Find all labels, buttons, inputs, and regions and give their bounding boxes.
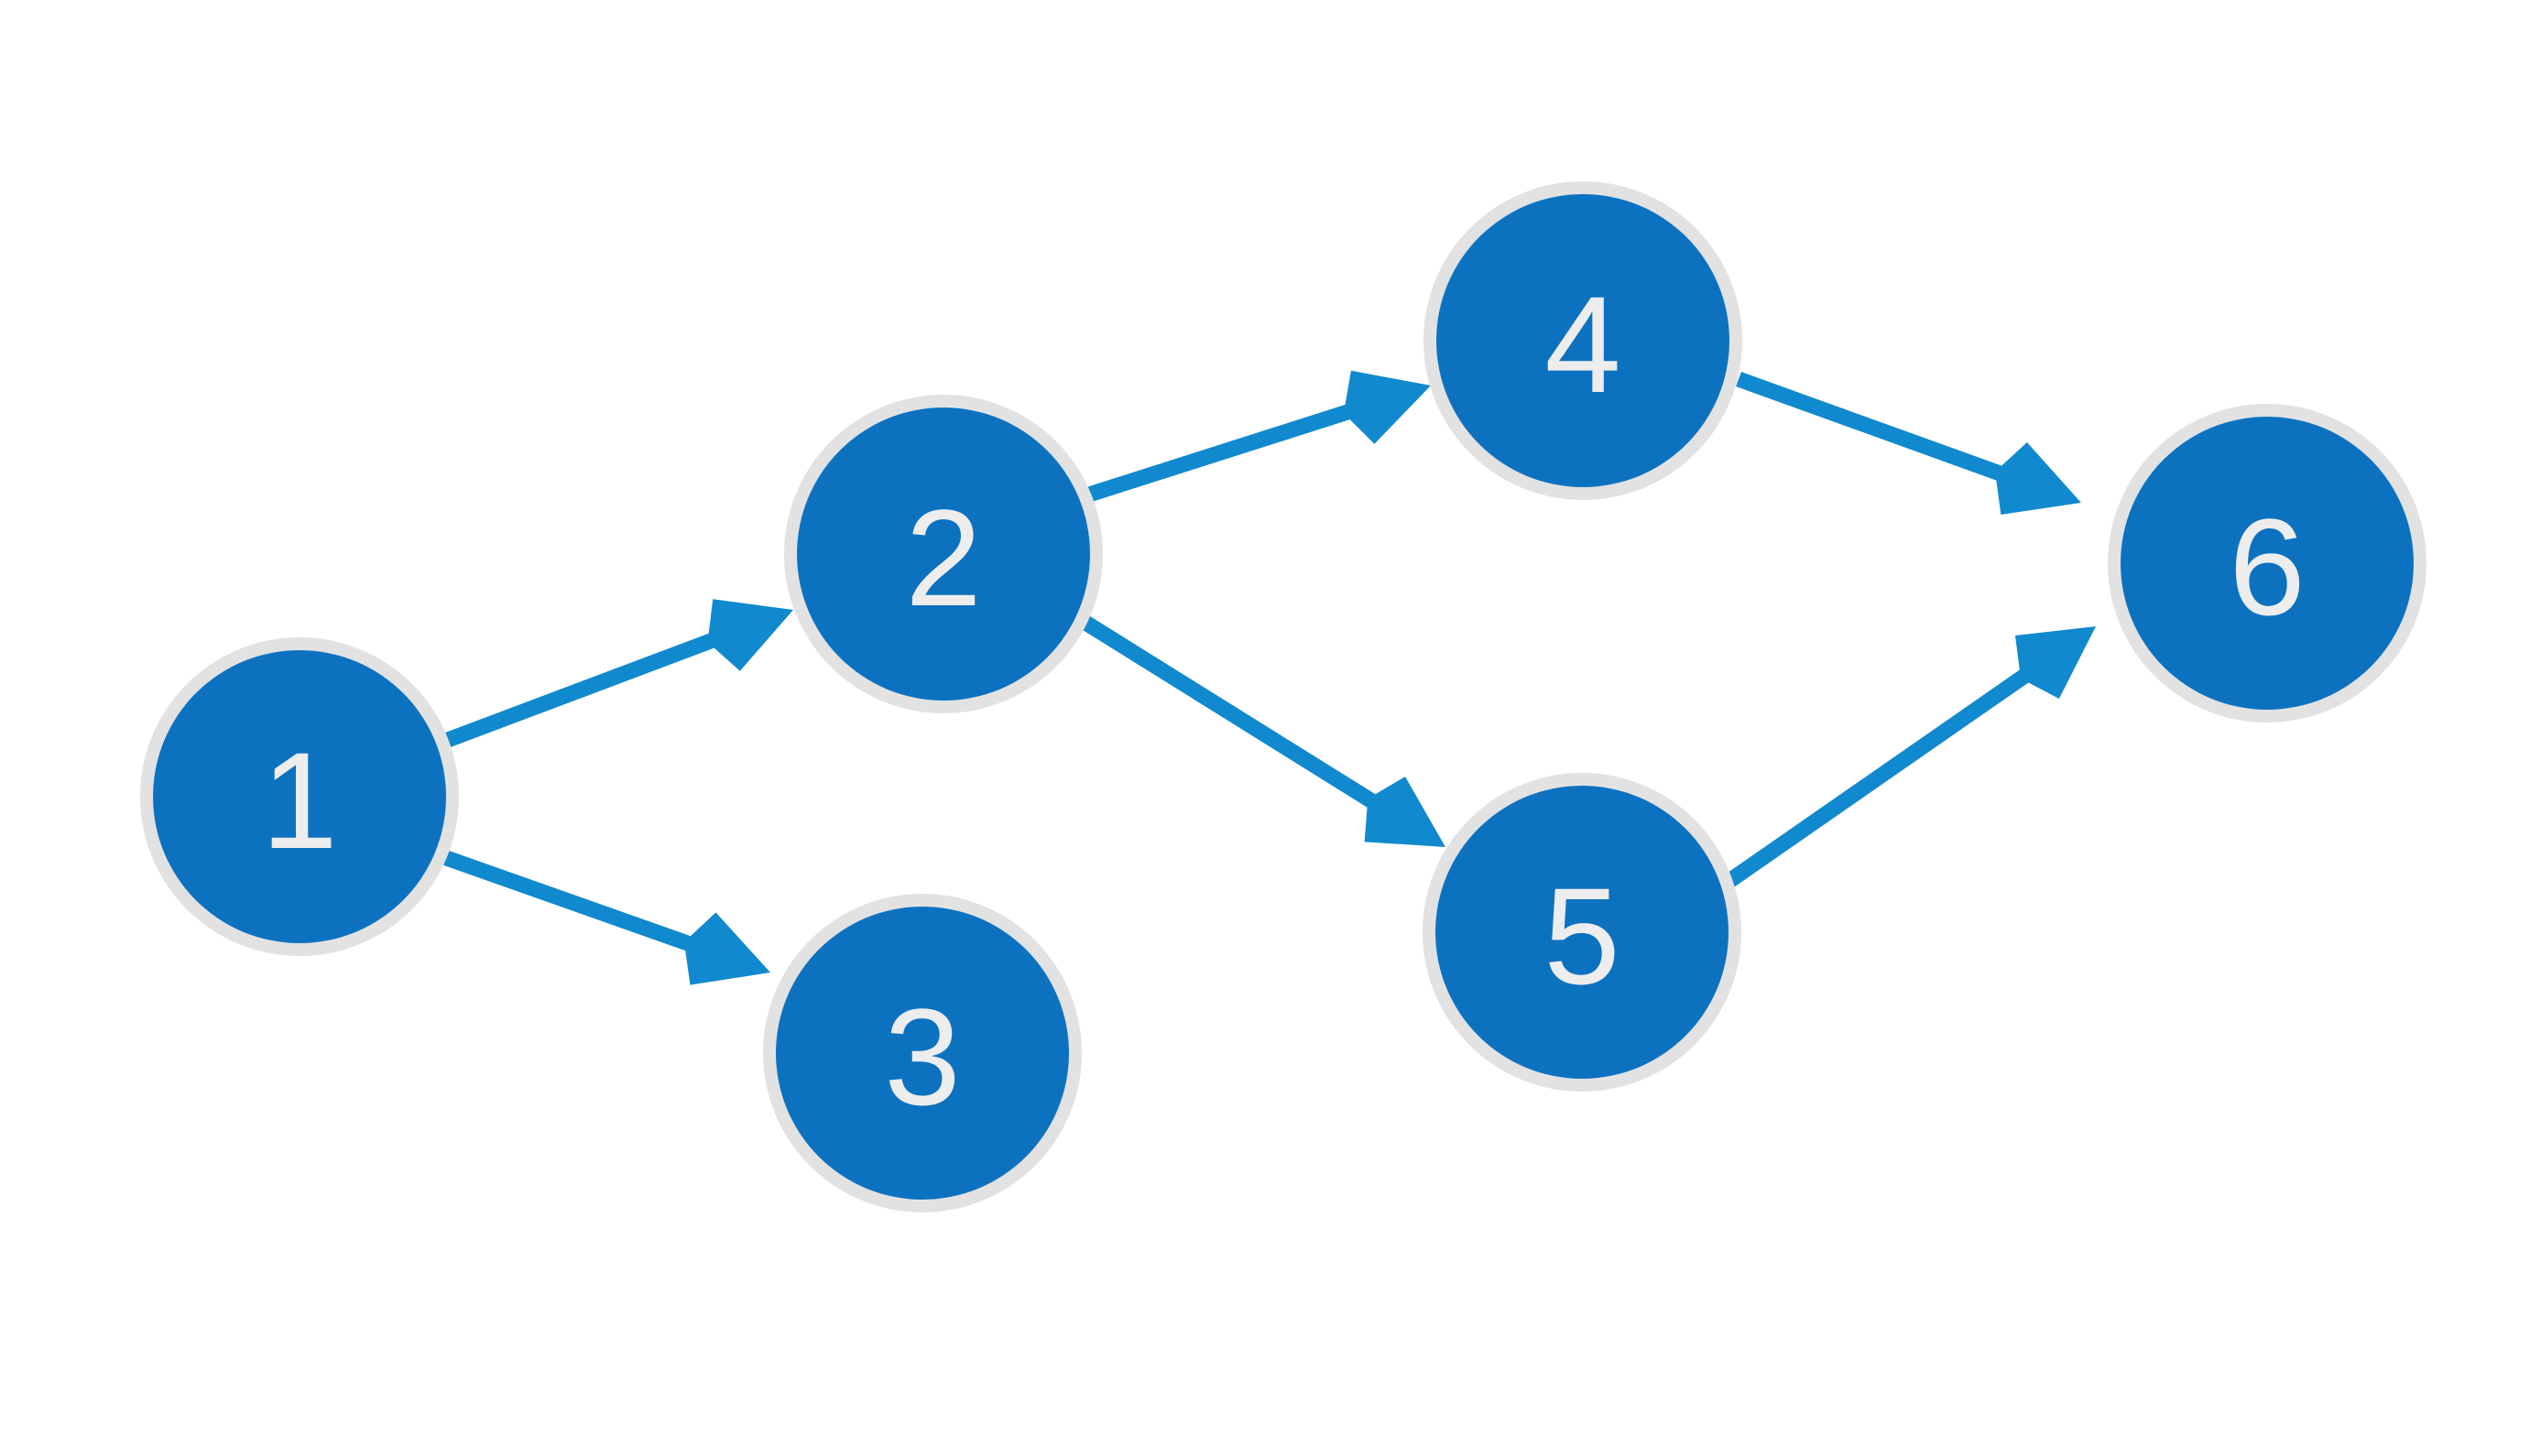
edge-arrowhead <box>683 912 770 985</box>
edge-shaft <box>1736 372 2032 492</box>
edge-arrowhead <box>707 599 793 671</box>
node-ring <box>763 894 1082 1212</box>
edge-shaft <box>436 847 721 962</box>
graph-node-5[interactable]: 5 <box>1423 773 1741 1092</box>
node-ring <box>784 395 1103 713</box>
edge-arrowhead <box>2014 626 2096 700</box>
graph-node-2[interactable]: 2 <box>784 395 1103 713</box>
edge-arrowhead <box>1364 777 1445 847</box>
graph-node-6[interactable]: 6 <box>2108 404 2426 723</box>
edge-arrowhead <box>1343 370 1431 444</box>
node-circle[interactable] <box>153 650 446 943</box>
graph-edge[interactable] <box>1078 614 1445 847</box>
graph-edge[interactable] <box>1084 370 1431 504</box>
node-circle[interactable] <box>1435 786 1729 1079</box>
graph-node-1[interactable]: 1 <box>140 637 459 956</box>
graph-node-3[interactable]: 3 <box>763 894 1082 1212</box>
edge-arrowhead <box>1995 442 2081 516</box>
node-ring <box>2108 404 2426 723</box>
graph-edge[interactable] <box>445 599 793 747</box>
graph-edge[interactable] <box>1736 372 2081 516</box>
node-circle[interactable] <box>1436 194 1729 487</box>
edge-shaft <box>1078 614 1402 825</box>
node-circle[interactable] <box>797 407 1090 701</box>
edge-shaft <box>1725 651 2055 887</box>
nodes-layer: 1 2 3 4 5 6 <box>140 181 2426 1212</box>
graph-node-4[interactable]: 4 <box>1423 181 1742 500</box>
edge-shaft <box>1084 395 1380 504</box>
graph-edge[interactable] <box>1725 626 2096 887</box>
edges-layer <box>436 370 2096 985</box>
graph-edge[interactable] <box>436 847 770 985</box>
node-ring <box>140 637 459 956</box>
node-ring <box>1423 181 1742 500</box>
edge-shaft <box>445 622 745 747</box>
node-ring <box>1423 773 1741 1092</box>
node-circle[interactable] <box>2121 417 2414 710</box>
node-circle[interactable] <box>776 907 1069 1200</box>
